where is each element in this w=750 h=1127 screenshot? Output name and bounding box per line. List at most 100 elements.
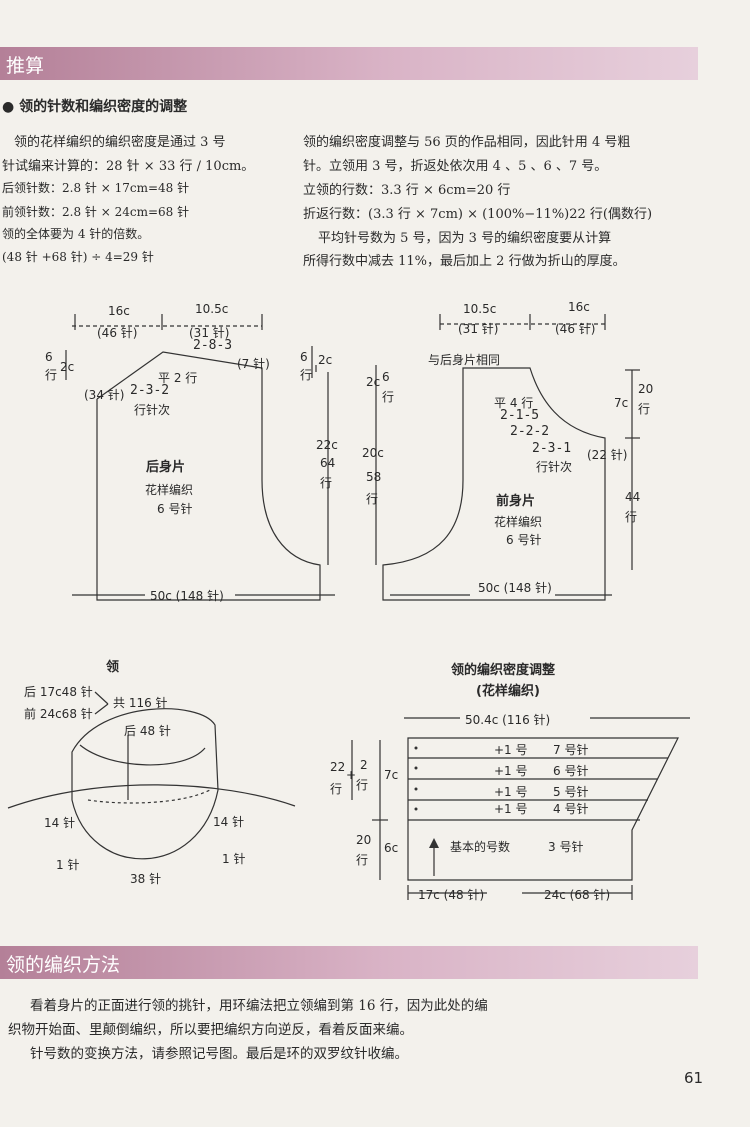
front-bottom-width: 50c (148 针) bbox=[478, 581, 552, 595]
adjust-plus-3: +1 号 bbox=[494, 785, 528, 799]
left-text-line: 领的花样编织的编织密度是通过 3 号 bbox=[14, 135, 226, 150]
section-header-estimate: 推算 bbox=[0, 47, 698, 80]
front-20c: 20c bbox=[362, 446, 384, 460]
front-decrease-3: 2-3-1 bbox=[532, 441, 572, 456]
adjust-20: 20 bbox=[356, 833, 372, 847]
bottom-text-line: 织物开始面、里颠倒编织，所以要把编织方向逆反，看着反面来编。 bbox=[8, 1022, 413, 1038]
right-text-line: 立领的行数：3.3 行 × 6cm=20 行 bbox=[303, 183, 511, 198]
back-width-10-5-stitches: (31 针) bbox=[189, 326, 230, 340]
right-text-line: 折返行数：(3.3 行 × 7cm) × (100%−11%)22 行(偶数行) bbox=[303, 207, 653, 222]
front-width-10-5: 10.5c bbox=[463, 302, 497, 316]
collar-back-48: 后 48 针 bbox=[124, 724, 171, 738]
collar-right-14: 14 针 bbox=[213, 815, 245, 829]
page-number: 61 bbox=[684, 1069, 704, 1087]
front-20: 20 bbox=[638, 382, 654, 396]
back-right-2c: 2c bbox=[318, 353, 333, 367]
adjust-22: 22 bbox=[330, 760, 346, 774]
front-22-stitches: (22 针) bbox=[587, 448, 628, 462]
adjust-needle-3: 5 号针 bbox=[553, 785, 589, 799]
back-width-16: 16c bbox=[108, 304, 130, 318]
front-left-row: 行 bbox=[382, 390, 395, 404]
back-bottom-width: 50c (148 针) bbox=[150, 589, 224, 603]
back-width-16-stitches: (46 针) bbox=[97, 326, 138, 340]
front-row: 行 bbox=[366, 492, 379, 506]
left-text-line: 后领针数：2.8 针 × 17cm=48 针 bbox=[2, 181, 190, 195]
collar-left-14: 14 针 bbox=[44, 816, 76, 830]
adjust-plus-4: +1 号 bbox=[494, 802, 528, 816]
front-needle: 6 号针 bbox=[506, 533, 542, 547]
front-row-3: 行 bbox=[625, 510, 638, 524]
section-title-text: 领的针数和编织密度的调整 bbox=[19, 99, 188, 115]
adjust-title: 领的编织密度调整 bbox=[451, 663, 556, 678]
adjust-plus-1: +1 号 bbox=[494, 743, 528, 757]
left-text-line: 领的全体要为 4 针的倍数。 bbox=[2, 227, 150, 241]
collar-back: 后 17c48 针 bbox=[24, 685, 93, 699]
adjust-row-1: 行 bbox=[330, 782, 343, 796]
adjust-bottom-right: 24c (68 针) bbox=[544, 888, 611, 902]
back-decrease-2: 2-3-2 bbox=[130, 383, 170, 398]
collar-title: 领 bbox=[106, 660, 120, 675]
back-decrease-1: 2-8-3 bbox=[193, 338, 233, 353]
front-width-10-5-stitches: (31 针) bbox=[458, 322, 499, 336]
front-width-16-stitches: (46 针) bbox=[555, 322, 596, 336]
back-row: 行 bbox=[320, 476, 333, 490]
adjust-2: 2 bbox=[360, 758, 368, 772]
adjust-row-3: 行 bbox=[356, 853, 369, 867]
adjust-plus-2: +1 号 bbox=[494, 764, 528, 778]
back-left-6: 6 bbox=[45, 350, 53, 364]
back-title: 后身片 bbox=[146, 460, 186, 475]
back-left-2c: 2c bbox=[60, 360, 75, 374]
back-width-10-5: 10.5c bbox=[195, 302, 229, 316]
front-58: 58 bbox=[366, 470, 382, 484]
collar-left-1: 1 针 bbox=[56, 858, 80, 872]
adjust-bottom-left: 17c (48 针) bbox=[418, 888, 485, 902]
collar-bottom-38: 38 针 bbox=[130, 872, 162, 886]
left-text-line: (48 针 +68 针) ÷ 4=29 针 bbox=[2, 250, 154, 264]
left-text-line: 前领针数：2.8 针 × 24cm=68 针 bbox=[2, 205, 190, 219]
front-same-as-back: 与后身片相同 bbox=[428, 353, 501, 367]
front-pattern: 花样编织 bbox=[494, 515, 543, 529]
collar-total: 共 116 针 bbox=[113, 696, 168, 710]
front-width-16: 16c bbox=[568, 300, 590, 314]
adjust-plus-sign: + bbox=[346, 768, 357, 782]
collar-right-1: 1 针 bbox=[222, 852, 246, 866]
back-34-stitches: (34 针) bbox=[84, 388, 125, 402]
adjust-needle-1: 7 号针 bbox=[553, 743, 589, 757]
adjust-needle-4: 4 号针 bbox=[553, 802, 589, 816]
front-decrease-1: 2-1-5 bbox=[500, 408, 540, 423]
adjust-needle-2: 6 号针 bbox=[553, 764, 589, 778]
right-text-line: 针。立领用 3 号，折返处依次用 4 、5 、6 、7 号。 bbox=[303, 159, 608, 174]
front-7c: 7c bbox=[614, 396, 629, 410]
back-right-row: 行 bbox=[300, 368, 313, 382]
back-needle: 6 号针 bbox=[157, 502, 193, 516]
back-flat-rows: 平 2 行 bbox=[158, 371, 198, 385]
right-text-line: 领的编织密度调整与 56 页的作品相同，因此针用 4 号粗 bbox=[303, 135, 631, 150]
front-44: 44 bbox=[625, 490, 641, 504]
adjust-6c: 6c bbox=[384, 841, 399, 855]
front-title: 前身片 bbox=[496, 494, 536, 509]
right-text-line: 平均针号数为 5 号，因为 3 号的编织密度要从计算 bbox=[318, 231, 612, 246]
back-left-row: 行 bbox=[45, 368, 58, 382]
section-header-label: 推算 bbox=[6, 55, 45, 77]
back-right-6: 6 bbox=[300, 350, 308, 364]
back-7-stitches: (7 针) bbox=[237, 357, 270, 371]
left-text-line: 针试编来计算的：28 针 × 33 行 / 10cm。 bbox=[2, 159, 255, 174]
section-header-label: 领的编织方法 bbox=[6, 954, 121, 976]
front-decrease-2: 2-2-2 bbox=[510, 424, 550, 439]
front-row-2: 行 bbox=[638, 402, 651, 416]
front-flat-rows: 平 4 行 bbox=[494, 396, 534, 410]
bottom-text-line: 针号数的变换方法，请参照记号图。最后是环的双罗纹针收编。 bbox=[30, 1046, 408, 1062]
right-text-line: 所得行数中减去 11%，最后加上 2 行做为折山的厚度。 bbox=[303, 254, 626, 269]
back-unit: 行针次 bbox=[134, 403, 171, 417]
bottom-text-line: 看着身片的正面进行领的挑针，用环编法把立领编到第 16 行，因为此处的编 bbox=[30, 998, 488, 1014]
adjust-width: 50.4c (116 针) bbox=[465, 713, 551, 727]
section-header-method: 领的编织方法 bbox=[0, 946, 698, 979]
section-title: ● 领的针数和编织密度的调整 bbox=[2, 99, 188, 115]
collar-front: 前 24c68 针 bbox=[24, 707, 93, 721]
adjust-base: 基本的号数 bbox=[450, 840, 511, 854]
adjust-7c: 7c bbox=[384, 768, 399, 782]
adjust-subtitle: (花样编织) bbox=[476, 684, 540, 699]
front-left-2c: 2c bbox=[366, 375, 381, 389]
back-64: 64 bbox=[320, 456, 336, 470]
